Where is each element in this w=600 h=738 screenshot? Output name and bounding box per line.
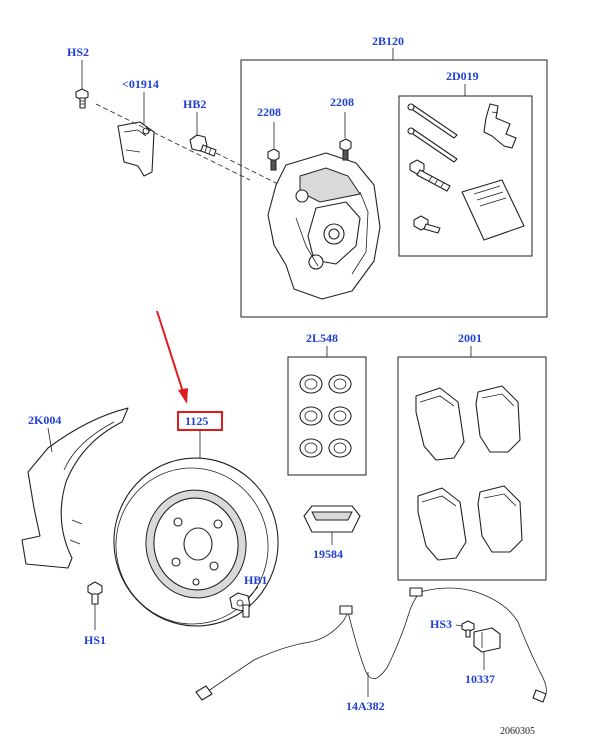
label-pads: 2001 bbox=[458, 331, 482, 345]
caliper-kit-box bbox=[240, 59, 548, 318]
seal-rings-icon bbox=[299, 374, 352, 458]
guide-pins-icon bbox=[407, 103, 458, 163]
bleed-screw-right-icon bbox=[339, 138, 352, 161]
label-clip: <01914 bbox=[122, 77, 159, 91]
guide-bolt-icon bbox=[409, 159, 451, 192]
brake-disc-icon bbox=[113, 457, 279, 627]
small-bolt-icon bbox=[413, 215, 441, 234]
diagram-reference: 2060305 bbox=[500, 726, 535, 737]
brake-hose-icon bbox=[195, 587, 547, 703]
label-bleed-left: 2208 bbox=[257, 105, 281, 119]
label-hardware-kit: 2D019 bbox=[446, 69, 479, 83]
instruction-sheet-icon bbox=[461, 179, 525, 241]
label-disc: 1125 bbox=[185, 414, 208, 428]
hb1-bolt-icon bbox=[229, 592, 251, 618]
hs3-screw-icon bbox=[461, 620, 475, 638]
label-hb2: HB2 bbox=[183, 97, 206, 111]
hose-bracket-icon bbox=[473, 627, 501, 653]
hs3-leader bbox=[455, 624, 463, 627]
label-shield: 2K004 bbox=[28, 413, 61, 427]
splash-shield-icon bbox=[21, 407, 129, 569]
label-bleed-right: 2208 bbox=[330, 95, 354, 109]
hardware-kit-box bbox=[398, 95, 533, 257]
brake-caliper-icon bbox=[267, 152, 381, 300]
highlight-arrowhead bbox=[178, 388, 188, 404]
label-hb1: HB1 bbox=[244, 573, 267, 587]
label-hs2: HS2 bbox=[67, 45, 89, 59]
pads-box bbox=[397, 356, 547, 581]
label-bracket: 10337 bbox=[465, 672, 495, 686]
hs1-bolt-icon bbox=[87, 581, 103, 605]
hb2-bolt-icon bbox=[189, 134, 217, 157]
brake-pads-icon bbox=[415, 385, 523, 561]
label-seal-kit: 2L548 bbox=[306, 331, 338, 345]
hb1-leader bbox=[247, 586, 259, 599]
clip-guide bbox=[95, 103, 251, 181]
highlight-arrow bbox=[156, 310, 184, 393]
retaining-spring-icon bbox=[483, 103, 517, 149]
label-sensor: 19584 bbox=[313, 547, 343, 561]
label-caliper-kit: 2B120 bbox=[372, 34, 404, 48]
label-hs1: HS1 bbox=[84, 633, 106, 647]
bleed-screw-left-icon bbox=[267, 148, 280, 171]
hs2-bolt-icon bbox=[75, 88, 89, 109]
wear-sensor-icon bbox=[303, 505, 361, 533]
label-hose: 14A382 bbox=[346, 699, 385, 713]
shield-leader bbox=[47, 427, 53, 453]
label-hs3: HS3 bbox=[430, 617, 452, 631]
